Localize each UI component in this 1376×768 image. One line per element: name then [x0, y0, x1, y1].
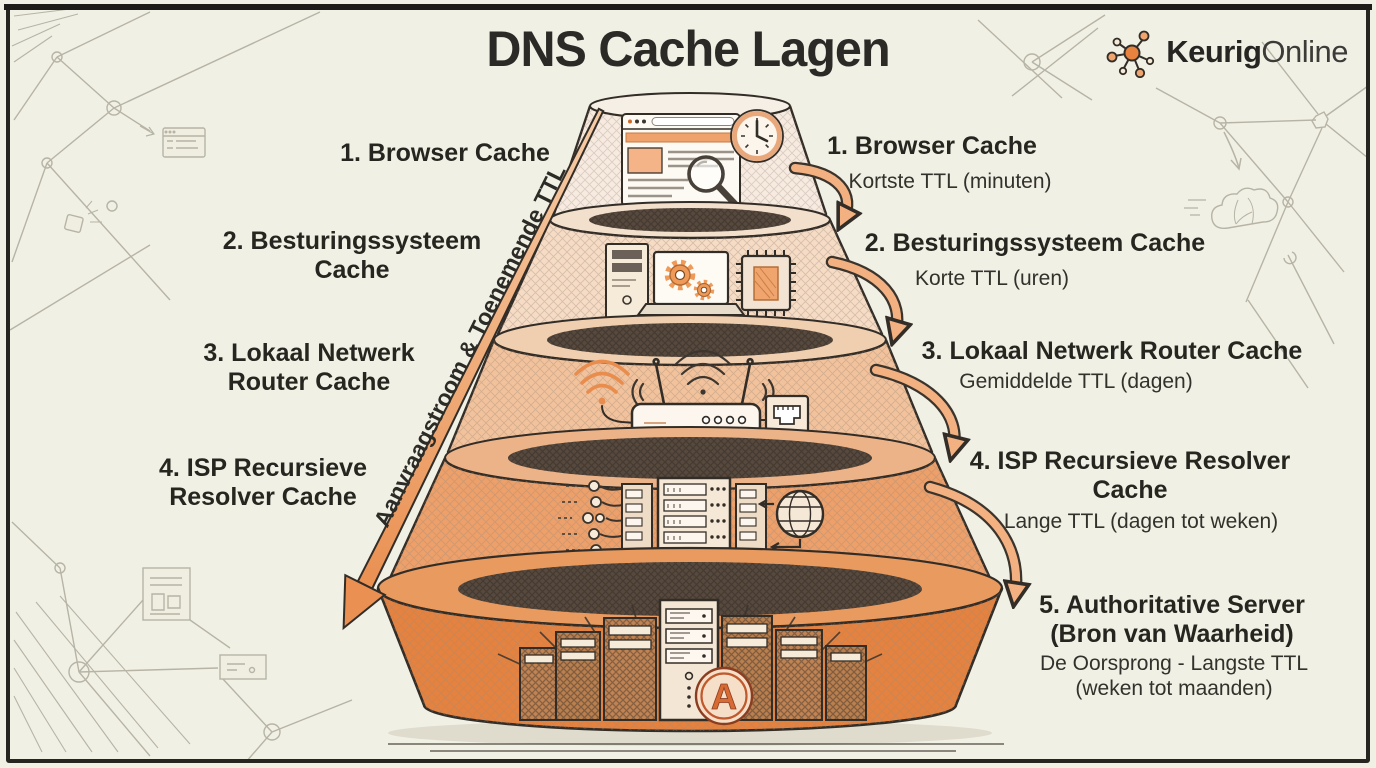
step-arrow-3 [869, 363, 955, 450]
network-hub-icon [1106, 30, 1155, 78]
right-title-authoritative-server: 5. Authoritative Server (Bron van Waarhe… [1039, 591, 1305, 648]
right-title-router-cache: 3. Lokaal Netwerk Router Cache [921, 337, 1303, 365]
right-title-isp-cache: 4. ISP Recursieve Resolver Cache [969, 447, 1291, 504]
document-doodle-2 [219, 654, 267, 680]
brand-wordmark: KeurigOnline [1166, 34, 1348, 70]
right-title-browser-cache: 1. Browser Cache [827, 132, 1037, 160]
right-sub-os-cache: Korte TTL (uren) [914, 267, 1070, 290]
tier-authoritative-server: A [376, 546, 1004, 733]
document-doodle-1 [142, 567, 191, 621]
a-record-badge-icon: A [694, 666, 754, 726]
step-arrow-4 [923, 480, 1016, 596]
left-label-browser-cache: 1. Browser Cache [340, 139, 550, 167]
laptop-gears-icon [636, 250, 746, 316]
mini-window-doodle [162, 127, 206, 158]
page-title: DNS Cache Lagen [486, 21, 890, 77]
right-sub-browser-cache: Kortste TTL (minuten) [848, 170, 1052, 193]
wifi-icon [574, 359, 637, 424]
svg-text:A: A [711, 676, 737, 717]
ethernet-port-icon [760, 394, 810, 446]
step-arrows [788, 161, 1016, 596]
network-doodle-top-left [9, 8, 321, 331]
background-doodles [9, 8, 1369, 763]
step-arrow-1 [788, 161, 847, 220]
right-sub-router-cache: Gemiddelde TTL (dagen) [959, 370, 1193, 393]
right-sub-authoritative-server: De Oorsprong - Langste TTL (weken tot ma… [1039, 652, 1309, 701]
network-doodle-top-right [977, 14, 1369, 389]
brand-logo: KeurigOnline [1106, 26, 1348, 78]
step-arrow-2 [825, 255, 897, 334]
brand-name-bold: Keurig [1166, 34, 1262, 69]
left-label-os-cache: 2. Besturingssysteem Cache [222, 227, 482, 284]
right-title-os-cache: 2. Besturingssysteem Cache [864, 229, 1206, 257]
clock-icon [730, 109, 784, 163]
right-sub-isp-cache: Lange TTL (dagen tot weken) [1003, 510, 1279, 533]
tier-browser-cache [552, 92, 828, 233]
brand-name-light: Online [1261, 34, 1348, 69]
network-doodle-bottom-left [11, 521, 353, 763]
ground-line [388, 743, 1004, 752]
cpu-chip-icon [736, 250, 796, 316]
flow-arrow [342, 107, 605, 631]
left-label-isp-cache: 4. ISP Recursieve Resolver Cache [158, 454, 367, 511]
left-label-router-cache: 3. Lokaal Netwerk Router Cache [203, 339, 415, 396]
phone-doodle [64, 200, 118, 233]
cloud-doodle [1184, 187, 1279, 229]
